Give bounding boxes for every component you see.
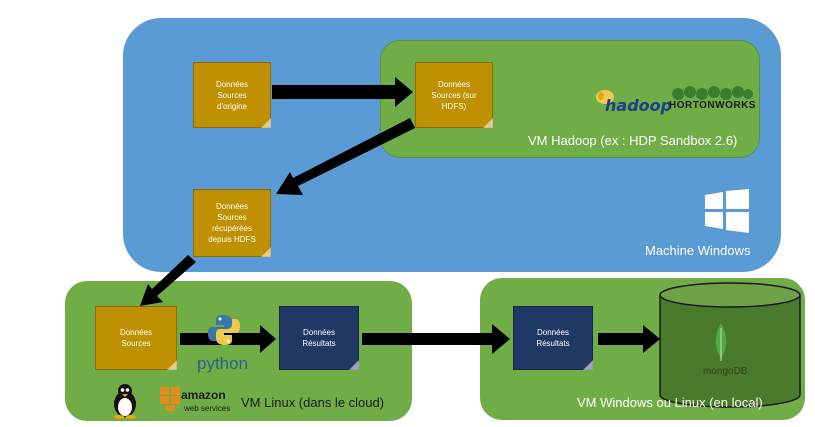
note-line: Résultats (536, 339, 570, 348)
mongodb-logo-text: mongoDB (703, 366, 748, 377)
note-line: Résultats (302, 339, 336, 348)
arrow-local-to-mongodb (598, 325, 660, 353)
note-line: Données (437, 79, 470, 89)
vm-hadoop-label: VM Hadoop (ex : HDP Sandbox 2.6) (528, 133, 738, 148)
note-sources-hdfs: Données Sources (sur HDFS) (415, 62, 493, 128)
arrow-linux-to-local (362, 324, 510, 354)
note-resultats-linux: Données Résultats (279, 306, 359, 370)
machine-windows-label: Machine Windows (645, 243, 751, 258)
amazon-web-services-text: web services (184, 404, 231, 413)
arrow-hdfs-to-recuperees (276, 118, 415, 195)
note-line: HDFS) (441, 101, 467, 111)
mongodb-leaf-icon (715, 323, 727, 361)
note-line: Données (536, 328, 569, 337)
note-resultats-local: Données Résultats (513, 306, 593, 370)
hadoop-logo-text: hadoop (605, 96, 673, 115)
note-line: récupérées (211, 224, 252, 233)
note-line: Données (119, 328, 153, 337)
note-line: Données (215, 79, 249, 89)
vm-linux-label: VM Linux (dans le cloud) (241, 395, 385, 410)
arrow-recuperees-to-linux (140, 255, 196, 306)
python-logo-text: python (197, 354, 249, 373)
note-line: Données (215, 202, 248, 211)
note-line: depuis HDFS (208, 235, 256, 244)
hortonworks-trees-icon (672, 86, 753, 100)
vm-local-label: VM Windows ou Linux (en local) (577, 395, 763, 410)
note-line: d'origine (217, 101, 247, 111)
note-line: Données (302, 328, 335, 337)
note-sources-recuperees: Données Sources récupérées depuis HDFS (193, 189, 271, 257)
note-line: Sources (121, 339, 151, 348)
note-line: Sources (sur (431, 90, 477, 100)
note-sources-origine: Données Sources d'origine (193, 62, 271, 128)
amazon-logo-text: amazon (181, 388, 226, 402)
note-sources-linux: Données Sources (95, 306, 177, 370)
note-line: Sources (217, 213, 247, 222)
arrow-origine-to-hdfs (272, 77, 413, 107)
tux-penguin-icon (114, 384, 136, 419)
hortonworks-logo-text: HORTONWORKS (669, 100, 756, 111)
hadoop-elephant-icon (596, 90, 614, 104)
windows-logo-icon (705, 189, 749, 233)
note-line: Sources (217, 90, 247, 100)
python-logo-icon (208, 315, 240, 345)
aws-cubes-icon (160, 387, 180, 411)
